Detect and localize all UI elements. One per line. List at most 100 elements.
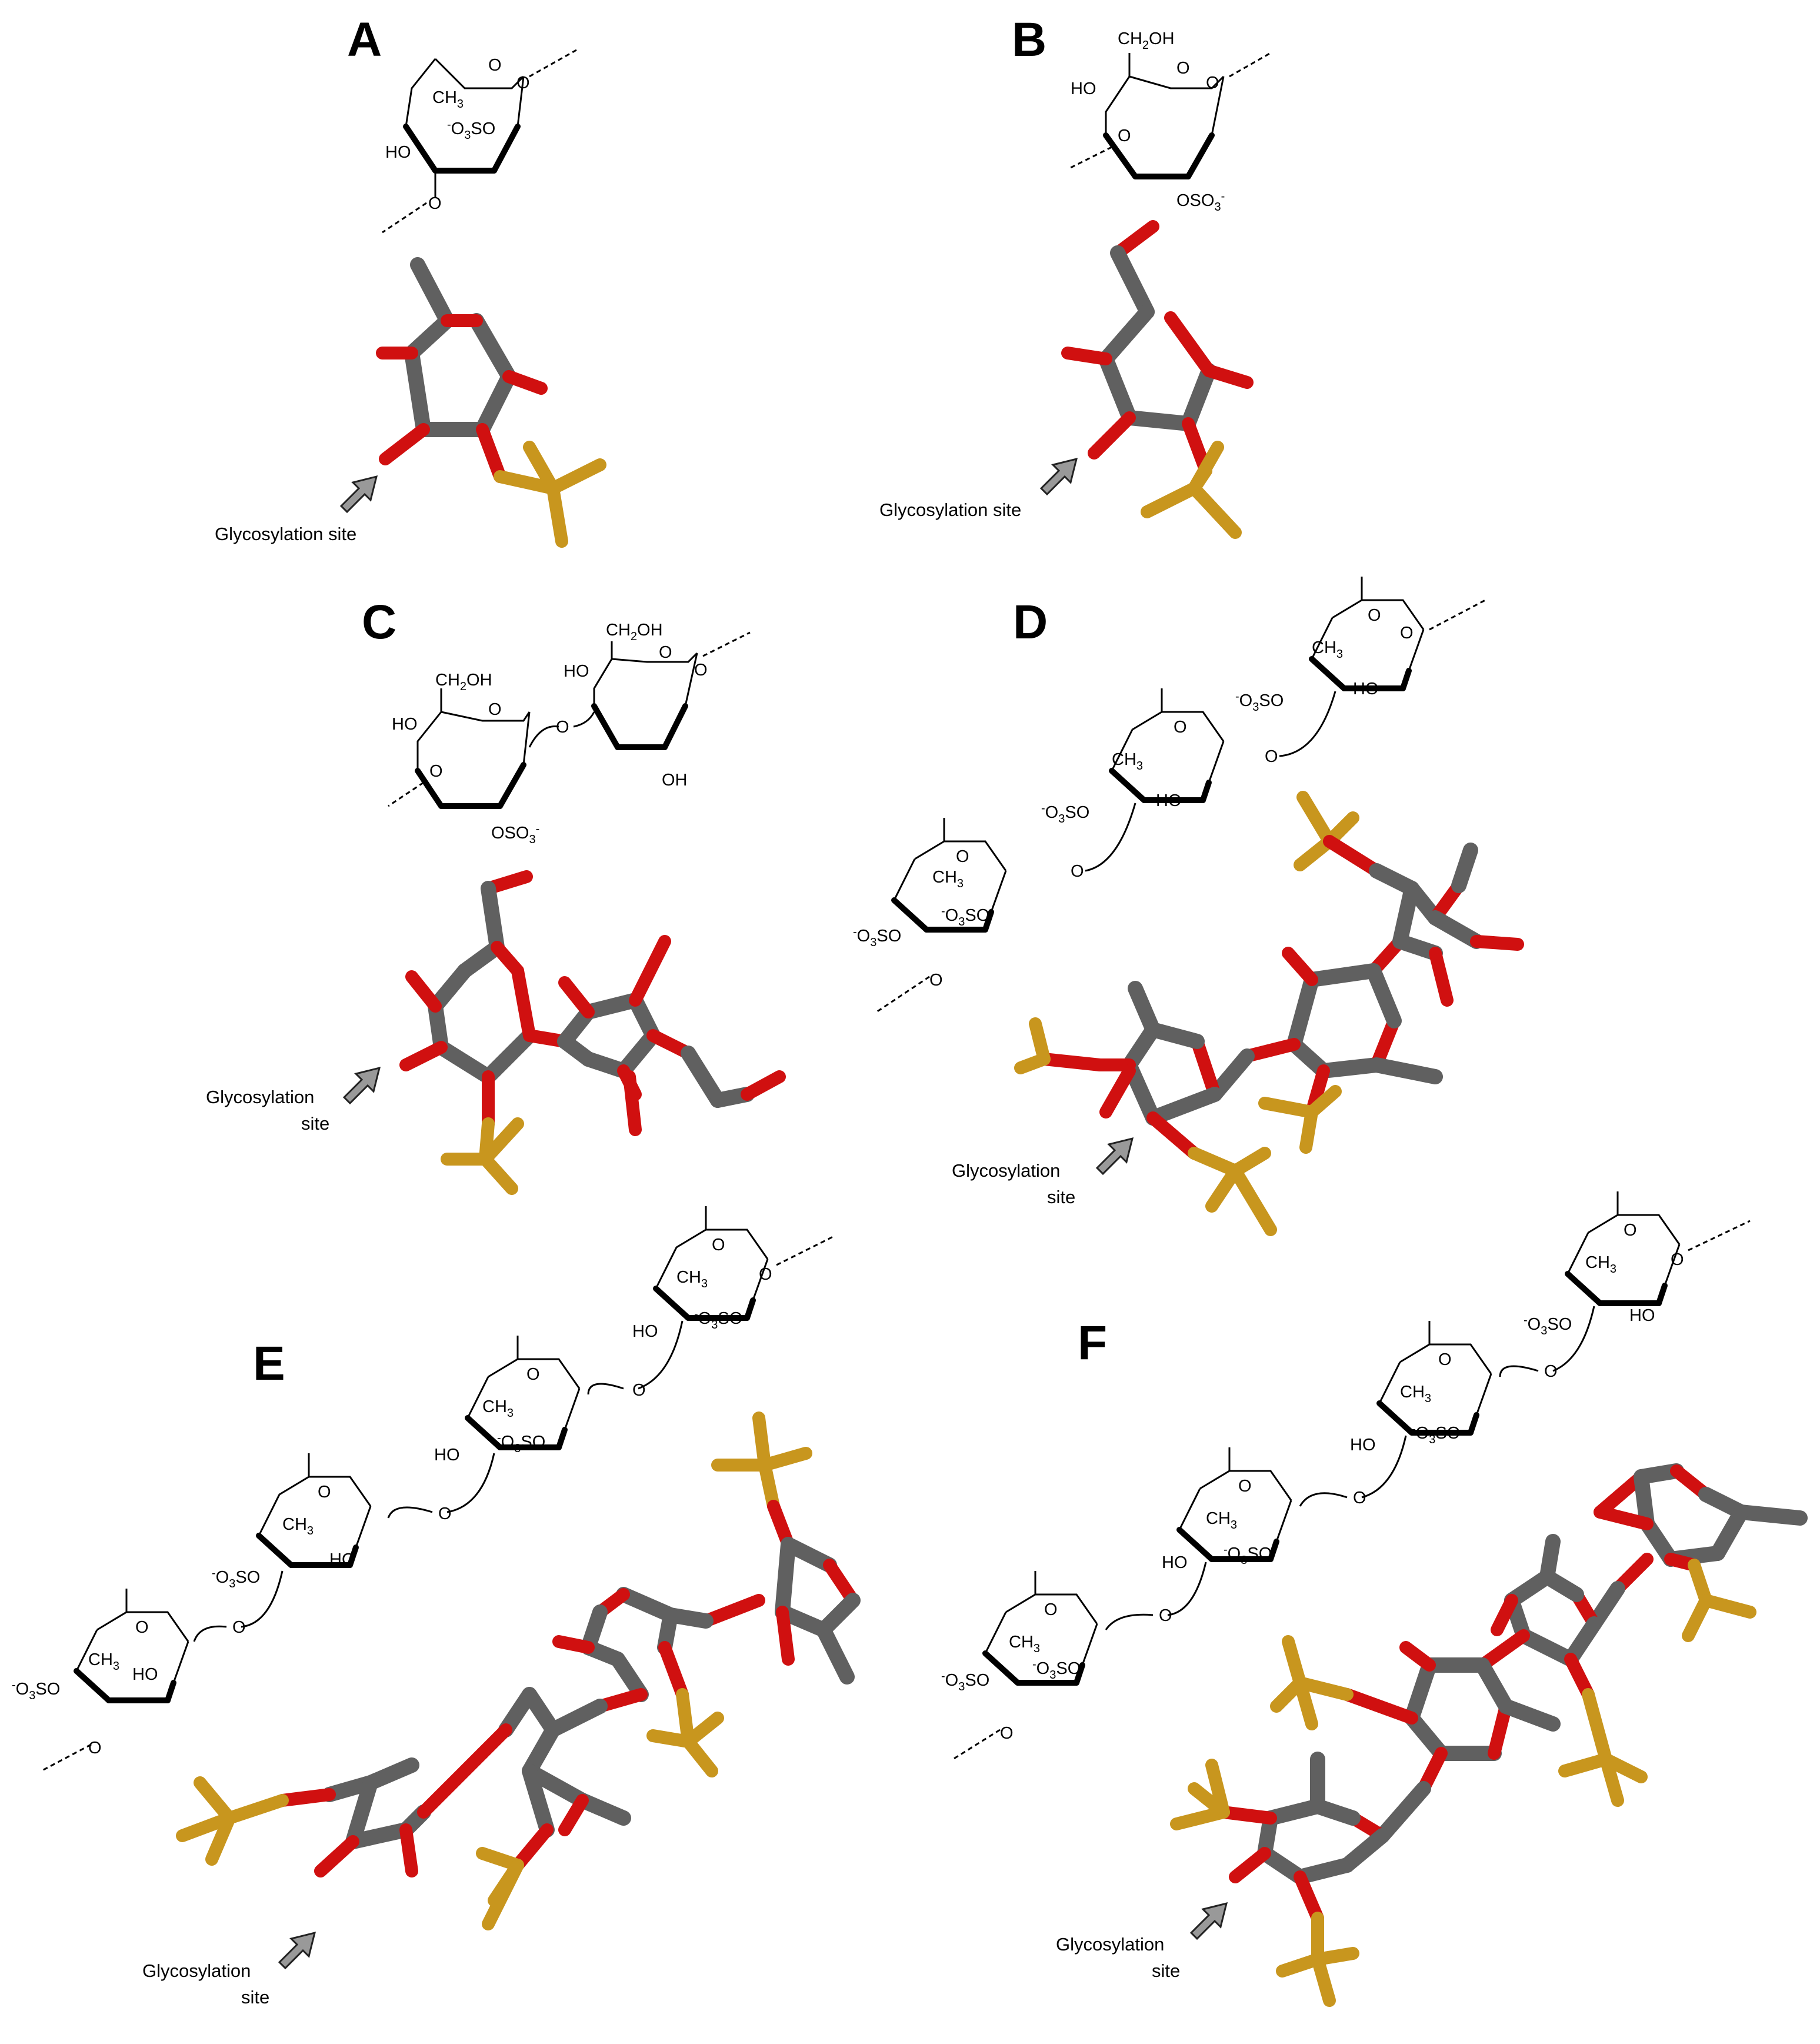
svg-text:O: O: [1176, 59, 1190, 78]
panel-e-model: [176, 1412, 861, 1930]
svg-text:O: O: [232, 1618, 246, 1637]
svg-text:CH3: CH3: [932, 868, 964, 890]
svg-text:O: O: [1368, 606, 1381, 625]
svg-text:CH3: CH3: [88, 1650, 119, 1673]
glycosylation-label-f-line2: site: [1152, 1960, 1180, 1981]
svg-text:HO: HO: [434, 1446, 460, 1464]
svg-text:-O3SO: -O3SO: [853, 926, 901, 949]
svg-text:O: O: [438, 1504, 452, 1523]
svg-text:O: O: [88, 1739, 102, 1757]
svg-text:CH3: CH3: [1400, 1383, 1431, 1405]
panel-b: B CH2OH O O HO O OSO3-: [879, 13, 1271, 539]
svg-text:O: O: [318, 1483, 331, 1502]
svg-text:HO: HO: [392, 715, 418, 734]
panel-f: F O O O O O O O O O CH3 CH3 CH3 C: [941, 1191, 1808, 2007]
svg-text:O: O: [759, 1265, 772, 1284]
svg-text:-O3SO: -O3SO: [941, 905, 989, 928]
svg-text:CH2OH: CH2OH: [1118, 29, 1175, 52]
panel-c-model: [399, 870, 786, 1195]
svg-text:HO: HO: [632, 1322, 658, 1341]
glycosylation-arrow-f: [1189, 1902, 1228, 1940]
svg-text:O: O: [1159, 1606, 1172, 1625]
svg-text:-O3SO: -O3SO: [447, 118, 495, 142]
panel-letter-c: C: [362, 595, 396, 649]
svg-text:HO: HO: [132, 1665, 158, 1684]
glycosylation-arrow-a: [339, 475, 378, 514]
svg-text:-O3SO: -O3SO: [212, 1567, 260, 1590]
panel-c: C CH2OH CH2OH O O O O HO: [206, 595, 786, 1195]
panel-letter-d: D: [1013, 595, 1048, 649]
svg-text:O: O: [556, 718, 569, 737]
glycosylation-label-e-line1: Glycosylation: [142, 1960, 251, 1981]
glycosylation-label-c-line1: Glycosylation: [206, 1087, 314, 1107]
svg-text:O: O: [429, 762, 443, 781]
svg-text:CH3: CH3: [482, 1397, 514, 1420]
svg-text:-O3SO: -O3SO: [941, 1670, 989, 1693]
svg-text:O: O: [1400, 624, 1414, 643]
glycosylation-label-a: Glycosylation site: [215, 524, 356, 544]
svg-text:O: O: [516, 74, 530, 92]
svg-text:O: O: [1544, 1362, 1558, 1381]
panel-d-structure: O O CH3 HO -O3SO O O CH3 HO -O3SO O O CH…: [853, 577, 1486, 1013]
svg-text:O: O: [1044, 1600, 1058, 1619]
svg-text:HO: HO: [1350, 1436, 1376, 1454]
glycosylation-arrow-b: [1039, 457, 1078, 496]
svg-text:O: O: [632, 1381, 646, 1400]
panel-d-ring-2: [1112, 688, 1224, 800]
glycosylation-arrow-e: [278, 1931, 316, 1970]
svg-text:HO: HO: [329, 1550, 355, 1569]
glycosylation-label-e-line2: site: [241, 1987, 269, 2008]
svg-text:O: O: [428, 194, 442, 213]
svg-text:HO: HO: [1071, 79, 1096, 98]
panel-b-structure: CH2OH O O HO O OSO3-: [1070, 29, 1271, 214]
svg-text:O: O: [1671, 1250, 1684, 1269]
svg-text:CH3: CH3: [1206, 1509, 1237, 1532]
glycosylation-label-f-line1: Glycosylation: [1056, 1934, 1164, 1955]
panel-f-ring-3: [1179, 1447, 1291, 1559]
svg-text:O: O: [135, 1618, 149, 1637]
svg-text:-O3SO: -O3SO: [12, 1679, 60, 1702]
svg-text:O: O: [526, 1365, 540, 1384]
svg-text:HO: HO: [1353, 680, 1379, 698]
panel-letter-b: B: [1012, 13, 1046, 66]
svg-text:CH2OH: CH2OH: [435, 671, 492, 693]
svg-text:O: O: [1071, 862, 1084, 881]
panel-a-model: [376, 257, 606, 548]
panel-e: E O O O O O O O O O CH3 CH3 CH3 C: [12, 1206, 861, 2008]
svg-text:O: O: [1438, 1350, 1452, 1369]
svg-text:OSO3-: OSO3-: [1176, 190, 1225, 214]
svg-text:O: O: [488, 56, 502, 75]
svg-text:O: O: [712, 1236, 725, 1254]
panel-f-model: [1170, 1463, 1808, 2007]
glycosylation-label-d-line2: site: [1047, 1187, 1075, 1207]
svg-text:O: O: [659, 643, 672, 662]
svg-text:HO: HO: [1156, 791, 1182, 810]
panel-f-ring-2: [1379, 1321, 1491, 1433]
glycosylation-arrow-c: [342, 1066, 381, 1105]
svg-text:O: O: [1265, 747, 1278, 766]
svg-text:-O3SO: -O3SO: [497, 1432, 545, 1455]
panel-d-model: [1014, 791, 1524, 1236]
svg-text:HO: HO: [1629, 1306, 1655, 1325]
svg-text:CH3: CH3: [1112, 750, 1143, 773]
svg-text:-O3SO: -O3SO: [1524, 1314, 1572, 1337]
panel-c-structure: CH2OH CH2OH O O O O HO HO OH O OSO3-: [388, 621, 751, 846]
svg-text:O: O: [929, 971, 943, 990]
panel-d: D O O CH3 HO -O3SO O O CH3 HO -O3SO: [853, 577, 1524, 1236]
panel-e-structure: O O O O O O O O O CH3 CH3 CH3 CH3 HO HO …: [12, 1206, 836, 1772]
panel-e-ring-3: [259, 1453, 371, 1565]
panel-e-ring-1: [656, 1206, 768, 1318]
svg-text:-O3SO: -O3SO: [1041, 802, 1089, 825]
panel-b-model: [1061, 220, 1254, 539]
panel-letter-e: E: [253, 1337, 285, 1390]
glycosylation-label-c-line2: site: [301, 1113, 329, 1134]
glycosylation-arrow-d: [1095, 1137, 1134, 1176]
panel-letter-f: F: [1078, 1316, 1107, 1370]
svg-text:CH3: CH3: [432, 88, 464, 111]
svg-text:CH3: CH3: [282, 1515, 314, 1537]
svg-text:HO: HO: [385, 143, 411, 162]
svg-text:O: O: [1000, 1724, 1014, 1743]
svg-text:OH: OH: [662, 771, 688, 790]
svg-text:O: O: [694, 661, 708, 680]
